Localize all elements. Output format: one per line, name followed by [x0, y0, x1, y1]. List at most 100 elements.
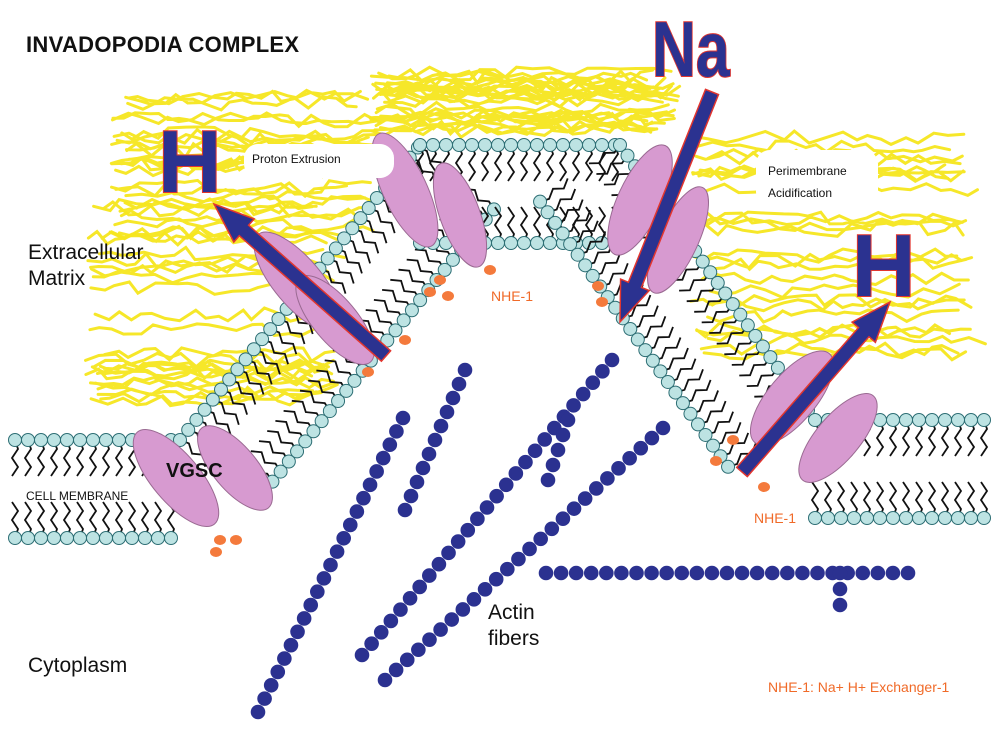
- actin-bead-66: [555, 511, 571, 527]
- lipid-head-159: [437, 262, 452, 277]
- actin-bead-21: [389, 424, 404, 439]
- lipid-head-129: [314, 414, 329, 429]
- vgsc-label: VGSC: [166, 460, 223, 482]
- lipid-head-324: [748, 328, 763, 343]
- lipid-head-118: [197, 402, 212, 417]
- actin-bead-10: [316, 571, 332, 586]
- nhe1-dot-1: [230, 535, 242, 545]
- lipid-head-382: [899, 413, 913, 427]
- lipid-head-297: [563, 237, 578, 252]
- lipid-head-373: [834, 511, 848, 525]
- actin-bead-93: [553, 565, 569, 581]
- actin-bead-17: [362, 477, 378, 493]
- actin-bead-76: [397, 502, 413, 518]
- actin-bead-72: [622, 450, 637, 466]
- actin-bead-56: [444, 612, 460, 627]
- actin-bead-18: [369, 464, 384, 479]
- actin-bead-31: [431, 556, 447, 572]
- lipid-head-51: [164, 531, 178, 545]
- lipid-head-43: [112, 531, 126, 545]
- actin-bead-12: [329, 544, 345, 559]
- lipid-head-26: [8, 433, 22, 447]
- actin-bead-96: [599, 565, 614, 581]
- lipid-head-214: [478, 138, 492, 152]
- actin-bead-63: [522, 541, 537, 557]
- actin-bead-15: [349, 504, 365, 519]
- lipid-head-126: [230, 362, 245, 377]
- lipid-head-386: [925, 413, 939, 427]
- lipid-head-125: [298, 434, 313, 449]
- actin-bead-28: [402, 590, 418, 606]
- actin-bead-45: [566, 398, 581, 413]
- lipid-head-30: [34, 433, 48, 447]
- actin-bead-99: [644, 565, 659, 581]
- lipid-head-132: [255, 332, 270, 347]
- lipid-head-222: [530, 138, 544, 152]
- lipid-head-313: [623, 321, 638, 336]
- lipid-head-135: [339, 383, 354, 398]
- proton-extrusion-arrow-left: [212, 202, 392, 363]
- lipid-head-128: [238, 352, 253, 367]
- actin-bead-89: [550, 442, 566, 458]
- lipid-head-154: [345, 221, 360, 236]
- lipid-head-381: [886, 511, 900, 525]
- actin-bead-60: [488, 571, 504, 587]
- lipid-head-156: [353, 211, 368, 226]
- lipid-head-39: [86, 531, 100, 545]
- proton-h-left: H: [157, 112, 223, 211]
- lipid-head-228: [569, 138, 583, 152]
- lipid-head-160: [369, 190, 384, 205]
- actin-bead-29: [412, 579, 427, 595]
- lipid-head-321: [653, 364, 668, 379]
- lipid-head-42: [112, 433, 126, 447]
- actin-bead-87: [540, 472, 556, 488]
- actin-bead-74: [644, 430, 660, 446]
- actin-fibers: [250, 352, 916, 720]
- lipid-head-395: [977, 511, 991, 525]
- nhe1-dot-10: [596, 297, 608, 307]
- diagram-title: INVADOPODIA COMPLEX: [26, 32, 300, 57]
- lipid-head-339: [721, 459, 736, 474]
- lipid-head-36: [73, 433, 87, 447]
- lipid-head-124: [222, 372, 237, 387]
- lipid-head-153: [413, 293, 428, 308]
- sodium-influx-arrow: [619, 88, 720, 324]
- lipid-head-375: [847, 511, 861, 525]
- lipid-head-123: [290, 444, 305, 459]
- lipid-head-147: [388, 323, 403, 338]
- actin-bead-49: [604, 352, 620, 368]
- lipid-head-328: [763, 350, 778, 365]
- actin-bead-70: [600, 471, 615, 486]
- actin-bead-73: [633, 440, 649, 456]
- ion-flux-arrows: [212, 88, 892, 478]
- nhe1-dot-13: [758, 482, 770, 492]
- proton-extrusion-arrow-right: [735, 300, 892, 478]
- actin-bead-55: [433, 622, 448, 637]
- lipid-head-216: [491, 138, 505, 152]
- lipid-head-383: [899, 511, 913, 525]
- lipid-head-310: [695, 254, 710, 269]
- lipid-head-330: [770, 360, 785, 375]
- actin-bead-48: [595, 364, 610, 379]
- lipid-head-151: [404, 303, 419, 318]
- actin-bead-109: [795, 565, 810, 581]
- actin-bead-20: [382, 437, 398, 453]
- lipid-head-223: [530, 236, 544, 250]
- actin-bead-82: [433, 418, 449, 434]
- lipid-head-134: [263, 322, 278, 337]
- lipid-head-161: [445, 252, 460, 267]
- actin-bead-35: [470, 511, 485, 527]
- actin-bead-59: [477, 581, 493, 597]
- actin-bead-92: [538, 565, 554, 581]
- lipid-head-33: [47, 531, 61, 545]
- nhe1-legend: NHE-1: Na+ H+ Exchanger-1: [768, 679, 950, 695]
- actin-bead-39: [508, 466, 524, 481]
- actin-bead-9: [310, 584, 325, 600]
- lipid-head-323: [660, 374, 675, 389]
- acidification-bubble: [756, 150, 878, 206]
- actin-bead-4: [277, 651, 292, 666]
- actin-bead-119: [832, 597, 848, 613]
- actin-bead-106: [749, 565, 765, 581]
- lipid-head-299: [570, 247, 585, 262]
- lipid-head-379: [873, 511, 887, 525]
